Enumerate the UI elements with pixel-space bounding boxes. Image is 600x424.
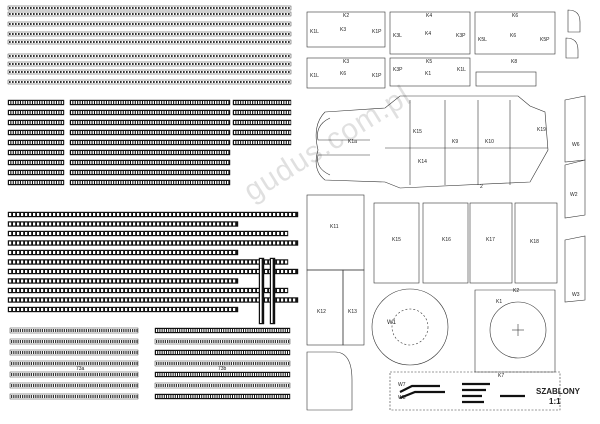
- panel-k6: [474, 11, 556, 55]
- label-k2: K2: [343, 13, 350, 19]
- panel-k3: [306, 57, 386, 89]
- label-k13: K13: [348, 309, 357, 315]
- label-k1-bottom: K1: [496, 299, 503, 305]
- label-k3: K3: [340, 27, 347, 33]
- label-k11: K11: [330, 224, 339, 230]
- label-num2: 2: [480, 184, 483, 190]
- label-k6-lower: K6: [340, 71, 347, 77]
- disc-k2: [489, 301, 547, 359]
- panel-k8: [475, 71, 537, 87]
- crosshair-mark: [512, 324, 524, 336]
- label-k15: K15: [413, 129, 422, 135]
- label-k19: K19: [537, 127, 546, 133]
- panel-k2: [306, 11, 386, 48]
- label-73b: 73b: [218, 366, 227, 372]
- label-w6: W6: [572, 142, 580, 148]
- label-k3p-lower: K3P: [393, 67, 403, 73]
- strip-rows: [7, 5, 299, 400]
- label-k1p-lower: K1P: [372, 73, 382, 79]
- hull-nose-top: [317, 117, 370, 141]
- label-k5l: K5L: [478, 37, 487, 43]
- panel-k18: [514, 202, 558, 284]
- label-k3-lower: K3: [343, 59, 350, 65]
- sheet-title: SZABLONY: [536, 387, 580, 396]
- panel-k16: [422, 202, 469, 284]
- label-k12: K12: [317, 309, 326, 315]
- small-part-top: [567, 9, 581, 33]
- outline-parts: [306, 9, 586, 411]
- label-73a: 73a: [76, 366, 85, 372]
- label-k15b: K15: [392, 237, 401, 243]
- panel-k5: [389, 57, 471, 87]
- label-k4: K4: [426, 13, 433, 19]
- label-w8: W8: [398, 395, 406, 401]
- label-k9: K9: [452, 139, 459, 145]
- label-k3l: K3L: [393, 33, 402, 39]
- label-k6: K6: [512, 13, 519, 19]
- label-k10: K10: [485, 139, 494, 145]
- hull-nose-bottom: [317, 154, 370, 176]
- label-k2-bottom: K2: [513, 288, 520, 294]
- label-k16: K16: [442, 237, 451, 243]
- szablony-templates: [399, 382, 525, 404]
- label-k1a: K1a: [348, 139, 357, 145]
- panel-k1-bottom: [306, 351, 353, 411]
- disc-w1: [371, 288, 449, 366]
- side-piece-3: [564, 235, 586, 303]
- label-k14: K14: [418, 159, 427, 165]
- panel-k17: [469, 202, 513, 284]
- label-k5p: K5P: [540, 37, 550, 43]
- label-k7: K7: [498, 373, 505, 379]
- label-k17: K17: [486, 237, 495, 243]
- label-k4b: K4: [425, 31, 432, 37]
- label-k1: K1: [425, 71, 432, 77]
- disc-w1-inner: [391, 308, 429, 346]
- hull-outline: [315, 95, 549, 189]
- label-k1l-lower2: K1L: [457, 67, 466, 73]
- panel-k13: [342, 269, 365, 346]
- label-k18: K18: [530, 239, 539, 245]
- side-piece-2: [564, 159, 586, 219]
- label-k8: K8: [511, 59, 518, 65]
- side-piece-1: [564, 95, 586, 163]
- label-w1: W1: [387, 320, 396, 326]
- panel-k12: [306, 269, 344, 346]
- label-k3p: K3P: [456, 33, 466, 39]
- label-w2: W2: [570, 192, 578, 198]
- label-k1p: K1P: [372, 29, 382, 35]
- label-k1l-lower: K1L: [310, 73, 319, 79]
- templates-frame: [389, 371, 561, 411]
- label-w7: W7: [398, 382, 406, 388]
- panel-k15: [373, 202, 420, 284]
- label-k5: K5: [426, 59, 433, 65]
- label-k1l: K1L: [310, 29, 319, 35]
- panel-k11: [306, 194, 365, 271]
- small-part-mid: [565, 37, 579, 59]
- panel-k4: [389, 11, 471, 55]
- label-w3: W3: [572, 292, 580, 298]
- label-k6b: K6: [510, 33, 517, 39]
- sheet-scale: 1:1: [549, 397, 561, 406]
